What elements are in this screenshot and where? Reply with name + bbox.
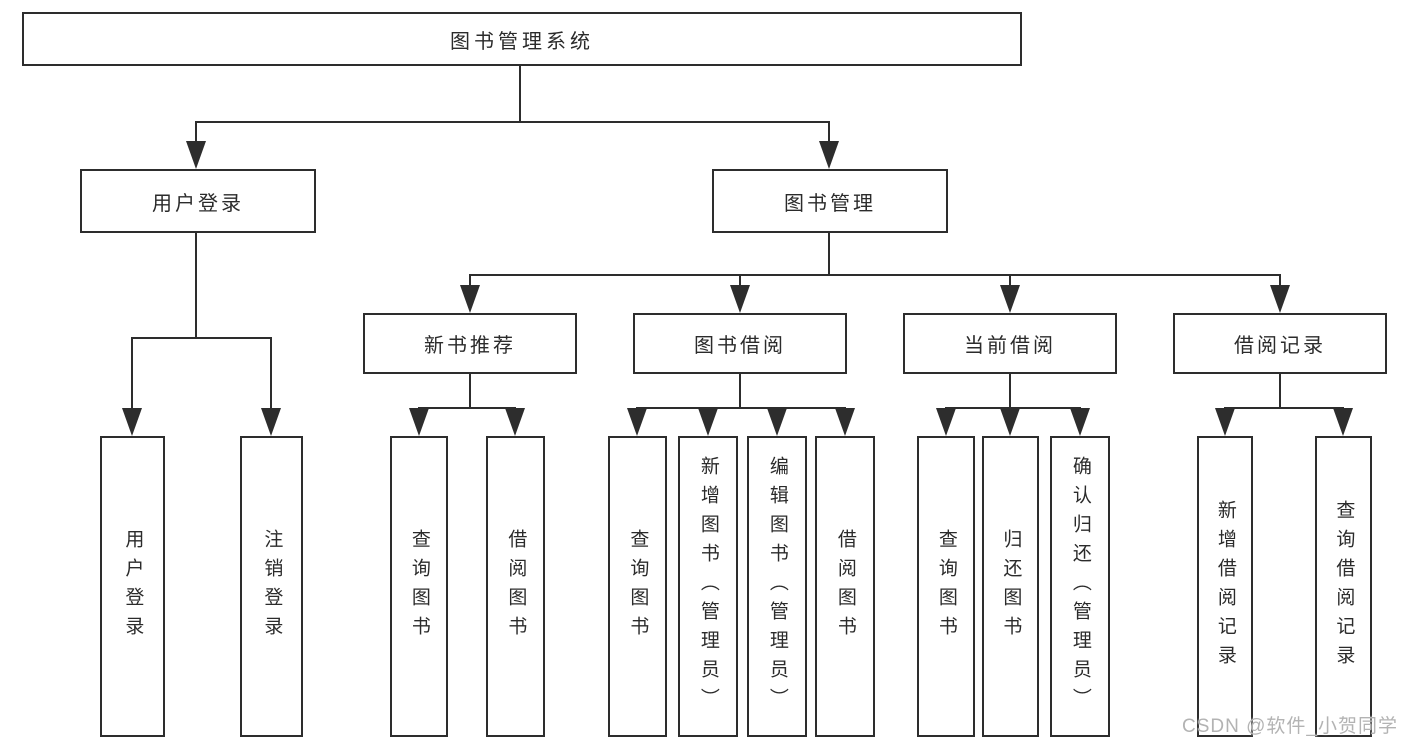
leaf-user-login-label: 用户登录 [122, 528, 144, 645]
arrow-down-icon [936, 408, 956, 436]
connector-line [739, 374, 741, 407]
connector-line [828, 121, 830, 145]
connector-line [739, 274, 741, 288]
connector-line [195, 233, 197, 337]
leaf-label: 查询图书 [935, 528, 957, 645]
arrow-down-icon [698, 408, 718, 436]
leaf-query-books-borrow: 查询图书 [608, 436, 667, 737]
connector-line [196, 121, 830, 123]
leaf-label: 查询借阅记录 [1333, 499, 1355, 674]
arrow-down-icon [1070, 408, 1090, 436]
connector-line [1009, 274, 1011, 288]
leaf-label: 新增图书（管理员） [697, 456, 719, 717]
arrow-down-icon [409, 408, 429, 436]
connector-line [418, 407, 516, 409]
connector-line [1279, 374, 1281, 407]
leaf-query-books-recommend: 查询图书 [390, 436, 448, 737]
node-root-label: 图书管理系统 [450, 30, 594, 53]
leaf-confirm-return-admin: 确认归还（管理员） [1050, 436, 1110, 737]
leaf-label: 新增借阅记录 [1214, 499, 1236, 674]
leaf-label: 查询图书 [408, 528, 430, 645]
node-new-book-recommend: 新书推荐 [363, 313, 577, 374]
connector-line [636, 407, 846, 409]
node-book-management-label: 图书管理 [784, 192, 876, 215]
leaf-logout-label: 注销登录 [261, 528, 283, 645]
leaf-label: 查询图书 [627, 528, 649, 645]
arrow-down-icon [819, 141, 839, 169]
arrow-down-icon [1333, 408, 1353, 436]
connector-line [195, 121, 197, 145]
node-book-management: 图书管理 [712, 169, 948, 233]
connector-line [828, 233, 830, 274]
arrow-down-icon [1000, 285, 1020, 313]
connector-line [469, 374, 471, 407]
node-borrowing-records-label: 借阅记录 [1234, 335, 1326, 357]
leaf-add-borrow-record: 新增借阅记录 [1197, 436, 1253, 737]
leaf-query-books-current: 查询图书 [917, 436, 975, 737]
node-user-login-label: 用户登录 [152, 192, 244, 215]
leaf-edit-books-admin: 编辑图书（管理员） [747, 436, 807, 737]
leaf-add-books-admin: 新增图书（管理员） [678, 436, 738, 737]
arrow-down-icon [767, 408, 787, 436]
leaf-return-books: 归还图书 [982, 436, 1039, 737]
leaf-user-login: 用户登录 [100, 436, 165, 737]
leaf-borrow-books: 借阅图书 [815, 436, 875, 737]
leaf-label: 确认归还（管理员） [1069, 456, 1091, 717]
node-borrowing-records: 借阅记录 [1173, 313, 1387, 374]
arrow-down-icon [186, 141, 206, 169]
arrow-down-icon [505, 408, 525, 436]
connector-line [1224, 407, 1344, 409]
connector-line [469, 274, 471, 288]
connector-line [519, 66, 521, 121]
leaf-borrow-books-recommend: 借阅图书 [486, 436, 545, 737]
arrow-down-icon [835, 408, 855, 436]
connector-line [469, 274, 1281, 276]
connector-line [131, 337, 272, 339]
node-root-library-system: 图书管理系统 [22, 12, 1022, 66]
leaf-logout: 注销登录 [240, 436, 303, 737]
arrow-down-icon [730, 285, 750, 313]
node-new-book-recommend-label: 新书推荐 [424, 335, 516, 357]
arrow-down-icon [1270, 285, 1290, 313]
connector-line [1279, 274, 1281, 288]
leaf-query-borrow-record: 查询借阅记录 [1315, 436, 1372, 737]
arrow-down-icon [261, 408, 281, 436]
arrow-down-icon [1000, 408, 1020, 436]
arrow-down-icon [627, 408, 647, 436]
leaf-label: 借阅图书 [834, 528, 856, 645]
leaf-label: 借阅图书 [505, 528, 527, 645]
node-book-borrowing: 图书借阅 [633, 313, 847, 374]
connector-line [270, 337, 272, 411]
leaf-label: 归还图书 [1000, 528, 1022, 645]
leaf-label: 编辑图书（管理员） [766, 456, 788, 717]
arrow-down-icon [1215, 408, 1235, 436]
node-book-borrowing-label: 图书借阅 [694, 335, 786, 357]
node-current-borrowing-label: 当前借阅 [964, 335, 1056, 357]
arrow-down-icon [122, 408, 142, 436]
csdn-watermark: CSDN @软件_小贺同学 [1182, 716, 1398, 737]
connector-line [1009, 374, 1011, 407]
node-user-login: 用户登录 [80, 169, 316, 233]
connector-line [131, 337, 133, 411]
node-current-borrowing: 当前借阅 [903, 313, 1117, 374]
arrow-down-icon [460, 285, 480, 313]
